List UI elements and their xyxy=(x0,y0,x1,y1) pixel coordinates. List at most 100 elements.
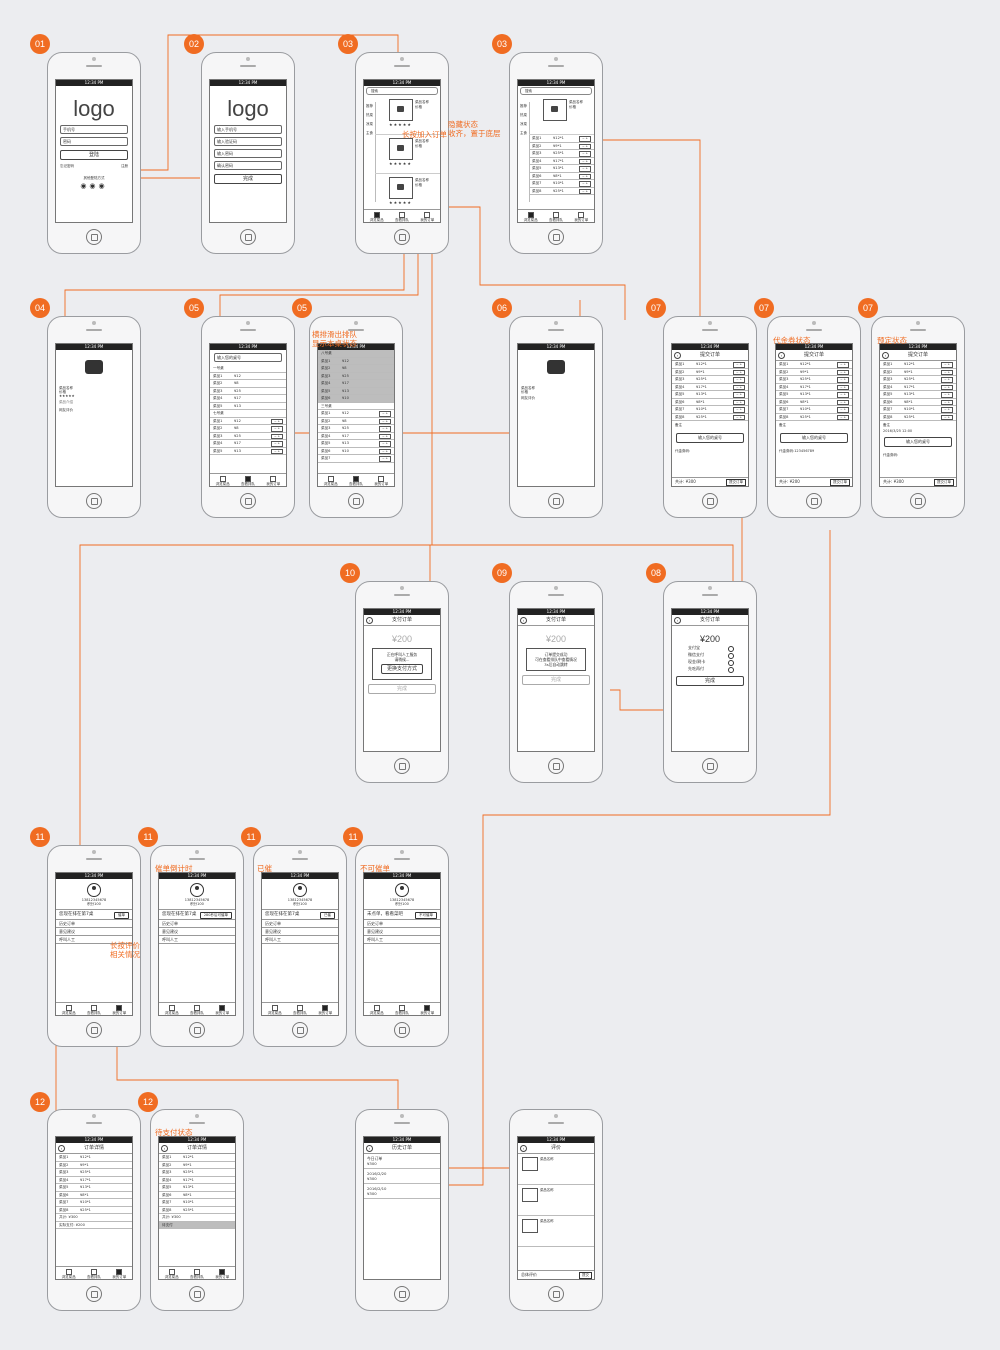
home-button[interactable] xyxy=(548,493,564,509)
quantity-stepper[interactable]: − + xyxy=(579,151,591,157)
quantity-stepper[interactable]: − + xyxy=(271,418,283,425)
pay-method[interactable]: 支付宝 xyxy=(672,644,748,652)
done-button[interactable]: 完成 xyxy=(676,676,744,686)
back-icon[interactable]: ‹ xyxy=(674,617,681,624)
tab-0[interactable]: 浏览菜品 xyxy=(318,474,343,486)
home-button[interactable] xyxy=(394,1286,410,1302)
home-button[interactable] xyxy=(910,493,926,509)
quantity-stepper[interactable]: − + xyxy=(837,407,849,413)
home-button[interactable] xyxy=(86,493,102,509)
quantity-stepper[interactable]: − + xyxy=(941,414,953,421)
tab-1[interactable]: 查看排队 xyxy=(81,1267,106,1279)
quantity-stepper[interactable]: − + xyxy=(579,166,591,172)
tab-2[interactable]: 我的订单 xyxy=(569,210,594,222)
home-button[interactable] xyxy=(548,1286,564,1302)
tab-0[interactable]: 浏览菜品 xyxy=(262,1003,287,1015)
quantity-stepper[interactable]: − + xyxy=(837,384,849,391)
quantity-stepper[interactable]: − + xyxy=(379,418,391,425)
tab-0[interactable]: 浏览菜品 xyxy=(210,474,235,486)
tab-1[interactable]: 查看排队 xyxy=(184,1003,209,1015)
tab-1[interactable]: 查看排队 xyxy=(235,474,260,486)
category-item[interactable]: 推荐 xyxy=(520,104,527,108)
quantity-stepper[interactable]: − + xyxy=(941,392,953,398)
product-card[interactable]: 菜品名称价格 xyxy=(529,96,594,135)
home-button[interactable] xyxy=(548,758,564,774)
tab-1[interactable]: 查看排队 xyxy=(389,1003,414,1015)
password-input[interactable]: 输入密码 xyxy=(214,149,282,158)
pay-method[interactable]: 微信支付 xyxy=(672,651,748,659)
tab-1[interactable]: 查看排队 xyxy=(184,1267,209,1279)
quantity-stepper[interactable]: − + xyxy=(579,158,591,165)
code-input[interactable]: 输入验证码 xyxy=(214,137,282,146)
quantity-stepper[interactable]: − + xyxy=(579,188,591,195)
tab-2[interactable]: 我的订单 xyxy=(313,1003,338,1015)
back-icon[interactable]: ‹ xyxy=(778,352,785,359)
table-number-button[interactable]: 输入您的桌号 xyxy=(676,433,744,443)
quantity-stepper[interactable]: − + xyxy=(379,426,391,432)
urge-button[interactable]: 不可催单 xyxy=(415,911,437,919)
category-item[interactable]: 主食 xyxy=(520,131,527,135)
history-item[interactable]: 2016/2/20¥300 xyxy=(364,1169,440,1184)
tab-1[interactable]: 查看排队 xyxy=(543,210,568,222)
quantity-stepper[interactable]: − + xyxy=(837,399,849,406)
quantity-stepper[interactable]: − + xyxy=(941,384,953,391)
home-button[interactable] xyxy=(702,493,718,509)
home-button[interactable] xyxy=(86,1022,102,1038)
quantity-stepper[interactable]: − + xyxy=(379,433,391,440)
category-item[interactable]: 推荐 xyxy=(366,104,373,108)
tab-2[interactable]: 我的订单 xyxy=(415,1003,440,1015)
quantity-stepper[interactable]: − + xyxy=(379,448,391,455)
tab-1[interactable]: 查看排队 xyxy=(287,1003,312,1015)
quantity-stepper[interactable]: − + xyxy=(733,392,745,398)
home-button[interactable] xyxy=(394,229,410,245)
menu-call[interactable]: 呼叫人工 xyxy=(56,936,132,944)
home-button[interactable] xyxy=(394,1022,410,1038)
quantity-stepper[interactable]: − + xyxy=(837,377,849,383)
tab-0[interactable]: 浏览菜品 xyxy=(364,1003,389,1015)
back-icon[interactable]: ‹ xyxy=(161,1145,168,1152)
pay-method[interactable]: 现金/刷卡 xyxy=(672,658,748,666)
evaluate-submit-button[interactable]: 提交 xyxy=(579,1272,592,1279)
done-button[interactable]: 完成 xyxy=(214,174,282,184)
quantity-stepper[interactable]: − + xyxy=(733,414,745,421)
phone-input[interactable]: 手机号 xyxy=(60,125,128,134)
home-button[interactable] xyxy=(240,493,256,509)
search-input[interactable]: 搜索 xyxy=(520,87,592,95)
quantity-stepper[interactable]: − + xyxy=(271,441,283,447)
home-button[interactable] xyxy=(702,758,718,774)
forgot-link[interactable]: 忘记密码 xyxy=(60,164,74,168)
category-item[interactable]: 凉菜 xyxy=(366,122,373,126)
quantity-stepper[interactable]: − + xyxy=(733,369,745,376)
quantity-stepper[interactable]: − + xyxy=(733,399,745,406)
quantity-stepper[interactable]: − + xyxy=(379,411,391,417)
home-button[interactable] xyxy=(806,493,822,509)
quantity-stepper[interactable]: − + xyxy=(379,441,391,447)
tab-2[interactable]: 我的订单 xyxy=(107,1267,132,1279)
password-input[interactable]: 密码 xyxy=(60,137,128,146)
product-card[interactable]: 菜品名称价格★★★★★ xyxy=(375,135,440,174)
menu-advice[interactable]: 意见建议 xyxy=(159,928,235,936)
tab-2[interactable]: 我的订单 xyxy=(210,1267,235,1279)
back-icon[interactable]: ‹ xyxy=(520,1145,527,1152)
tab-2[interactable]: 我的订单 xyxy=(107,1003,132,1015)
tab-0[interactable]: 浏览菜品 xyxy=(159,1267,184,1279)
table-number-input[interactable]: 输入您的桌号 xyxy=(214,353,282,362)
home-button[interactable] xyxy=(394,758,410,774)
menu-advice[interactable]: 意见建议 xyxy=(262,928,338,936)
home-button[interactable] xyxy=(189,1286,205,1302)
menu-history[interactable]: 历史订单 xyxy=(159,920,235,928)
phone-input[interactable]: 输入手机号 xyxy=(214,125,282,134)
quantity-stepper[interactable]: − + xyxy=(579,136,591,142)
category-item[interactable]: 热菜 xyxy=(520,113,527,117)
quantity-stepper[interactable]: − + xyxy=(941,369,953,376)
done-button[interactable]: 完成 xyxy=(368,684,436,694)
category-item[interactable]: 主食 xyxy=(366,131,373,135)
quantity-stepper[interactable]: − + xyxy=(271,433,283,440)
tab-0[interactable]: 浏览菜品 xyxy=(518,210,543,222)
tab-2[interactable]: 我的订单 xyxy=(415,210,440,222)
quantity-stepper[interactable]: − + xyxy=(837,369,849,376)
radio-icon[interactable] xyxy=(728,645,734,652)
quantity-stepper[interactable]: − + xyxy=(941,407,953,413)
login-button[interactable]: 登陆 xyxy=(60,150,128,160)
quantity-stepper[interactable]: − + xyxy=(733,407,745,413)
